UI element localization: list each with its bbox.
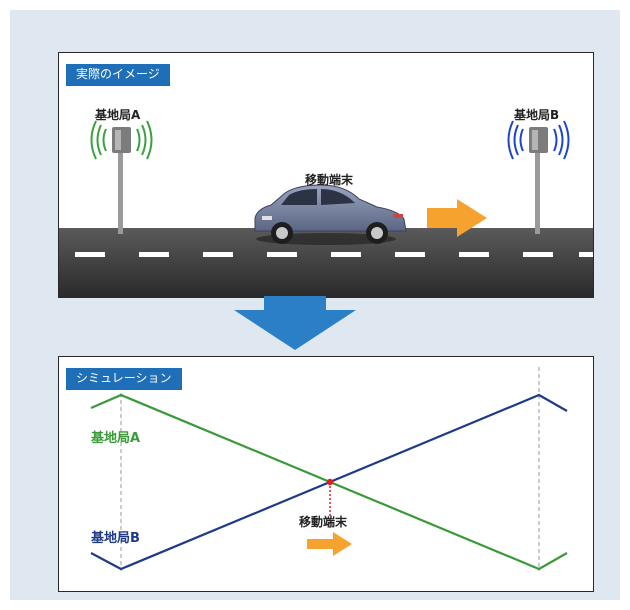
real-world-illustration [59, 120, 593, 297]
station-a-label: 基地局A [95, 108, 141, 122]
station-b-label: 基地局B [514, 108, 560, 122]
car-icon [254, 184, 407, 245]
down-arrow-icon [234, 296, 356, 350]
terminal-arrow [307, 532, 352, 556]
station-b-icon [507, 120, 570, 234]
down-arrow-graphic [234, 296, 356, 350]
terminal-label: 移動端末 [305, 173, 354, 187]
panel-tag-real: 実際のイメージ [66, 64, 170, 86]
simulation-diagram [90, 367, 568, 571]
station-a-series-label: 基地局A [91, 431, 141, 446]
station-b-series-label: 基地局B [91, 531, 140, 546]
lane-markings [75, 252, 593, 257]
simulation-panel: シミュレーション 基地局A 基地局B 移動端末 [58, 356, 594, 592]
terminal-position-label: 移動端末 [299, 515, 348, 529]
crossing-point [326, 478, 334, 486]
station-a-icon [90, 120, 153, 234]
figure-background: 実際のイメージ 基地局A 基地局B 移動端末 シミュレーション 基地局A 基地局… [10, 10, 620, 600]
panel-tag-simulation: シミュレーション [66, 368, 182, 390]
direction-arrow [427, 199, 487, 237]
real-world-panel: 実際のイメージ 基地局A 基地局B 移動端末 [58, 52, 594, 298]
